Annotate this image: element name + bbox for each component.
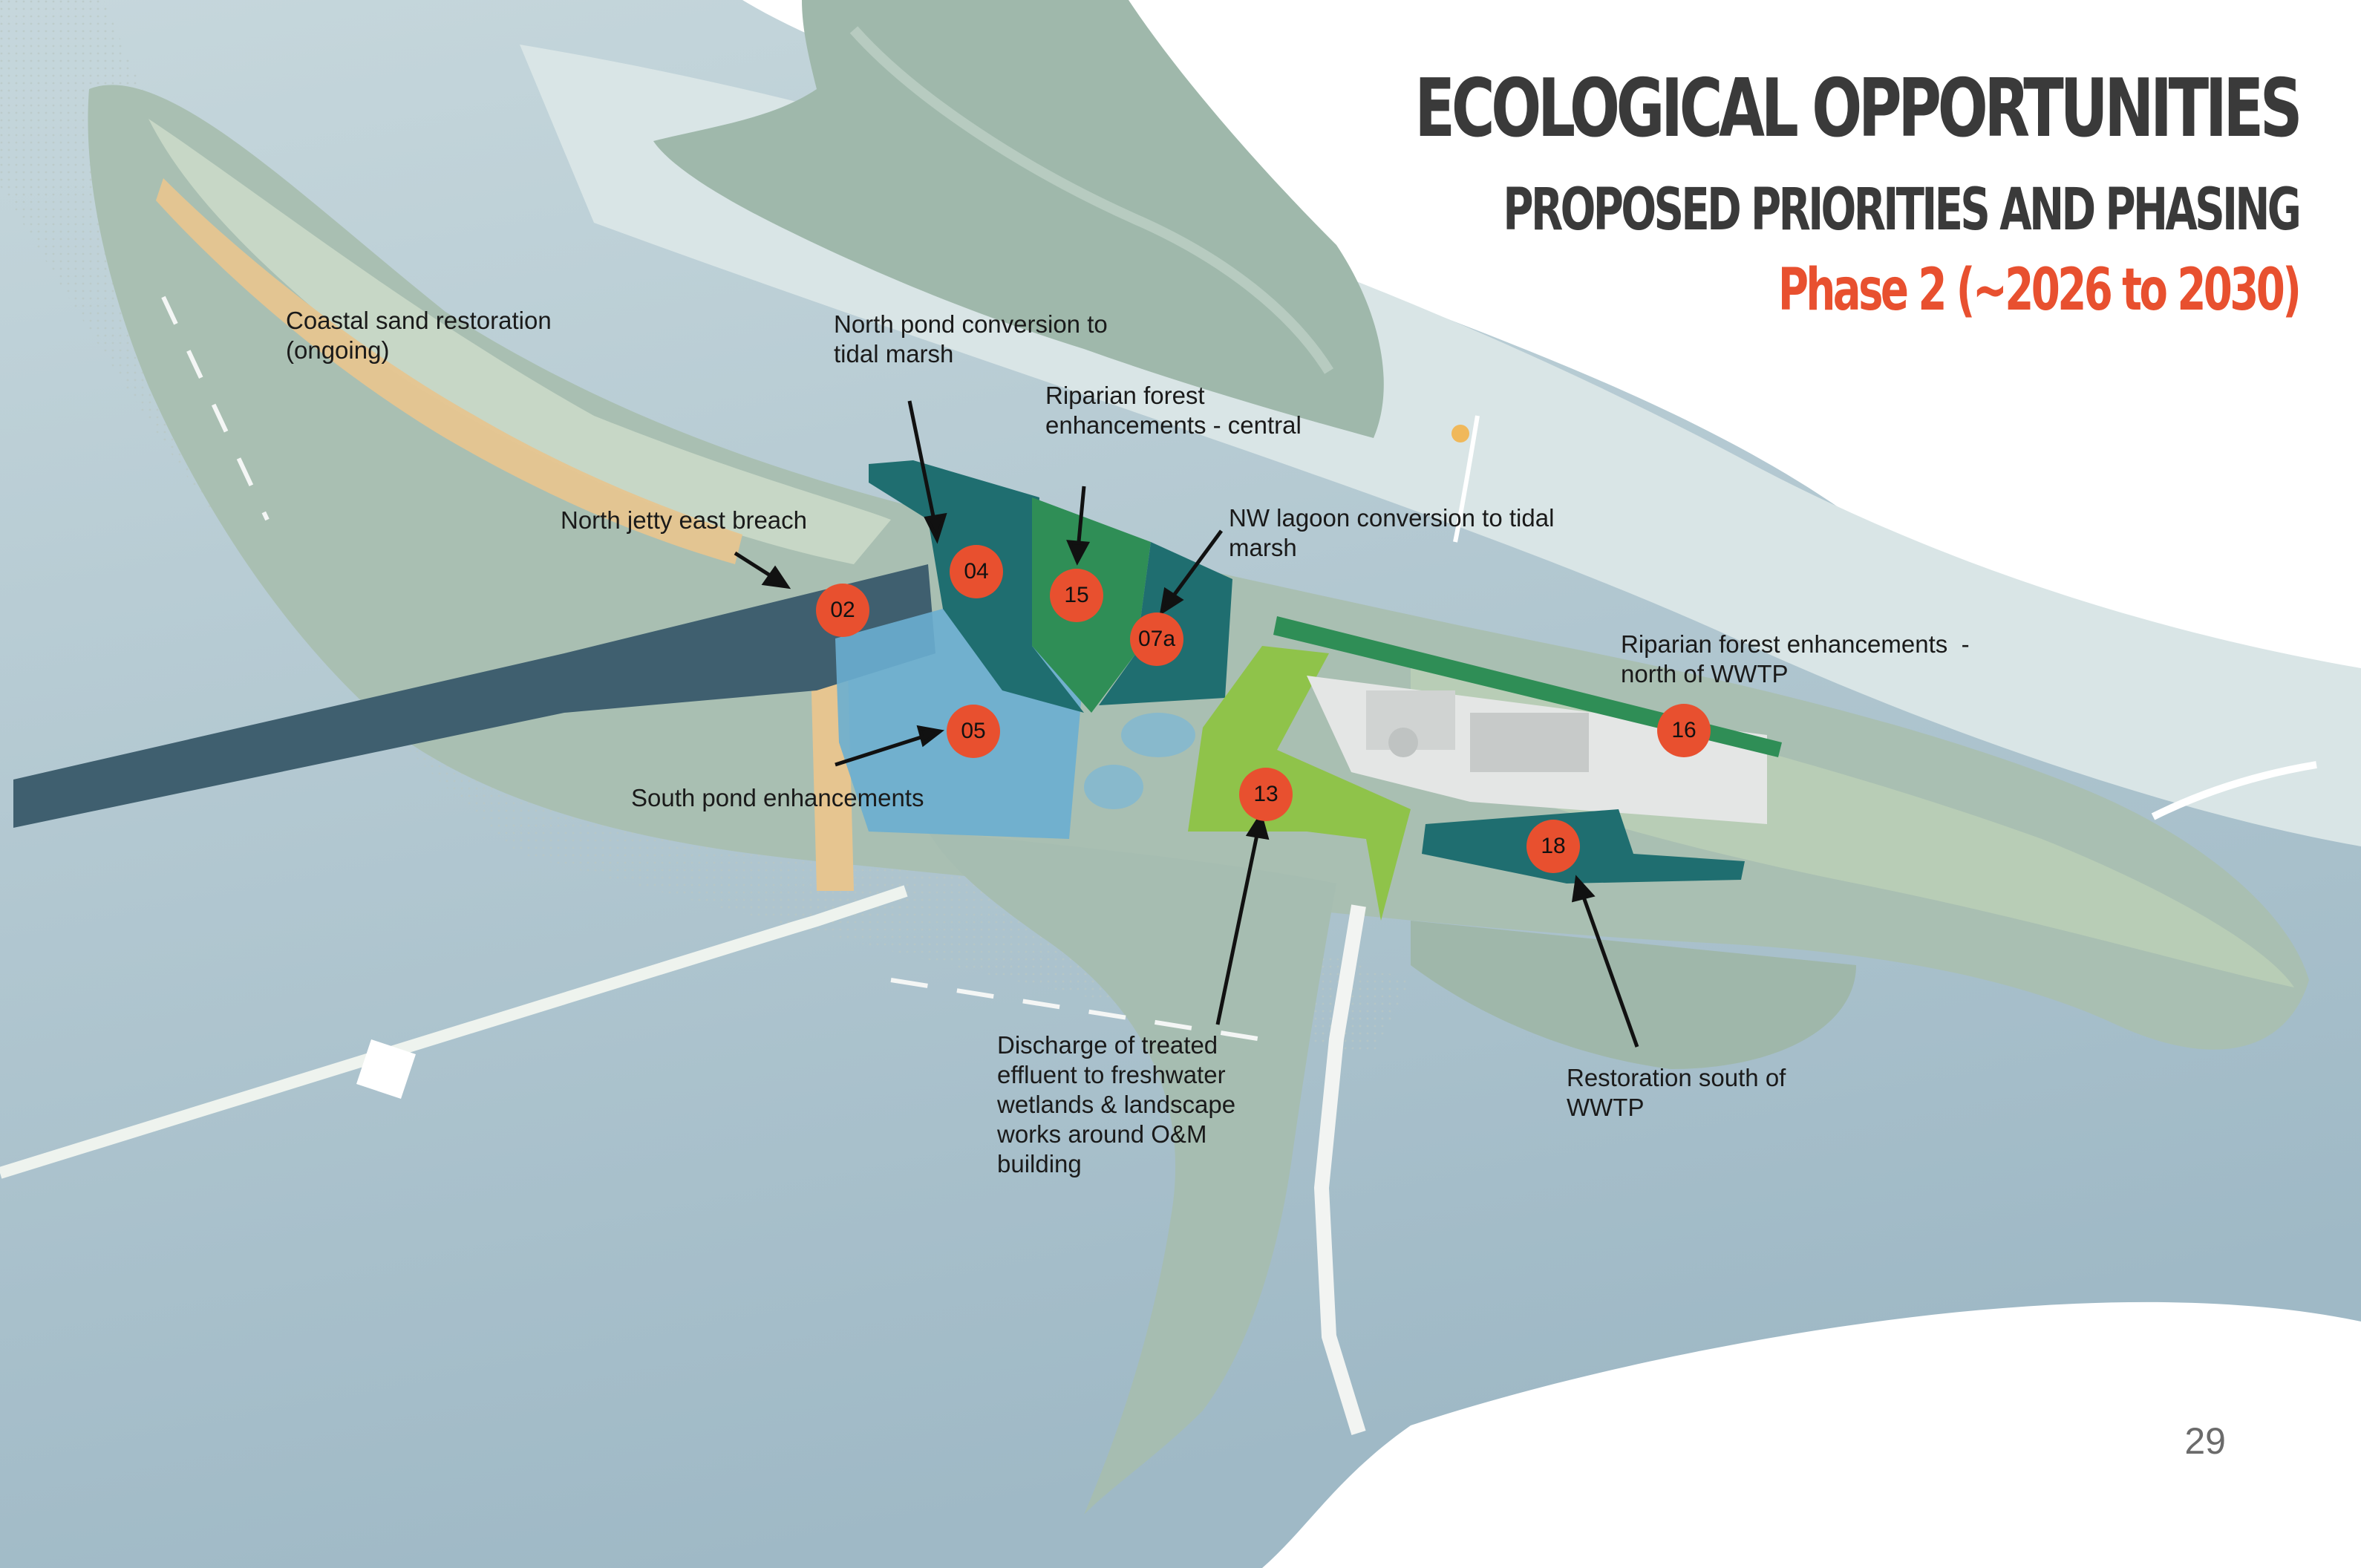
badge-07a[interactable]: 07a (1130, 612, 1183, 666)
badge-05[interactable]: 05 (947, 705, 1000, 758)
marker-dot (1451, 425, 1469, 442)
page-title: ECOLOGICAL OPPORTUNITIES (1414, 62, 2302, 155)
badge-02[interactable]: 02 (816, 584, 869, 637)
page-subtitle: PROPOSED PRIORITIES AND PHASING (1503, 177, 2301, 244)
label-discharge: Discharge of treated effluent to freshwa… (997, 1031, 1236, 1177)
phase-label: Phase 2 (~2026 to 2030) (1777, 257, 2302, 324)
label-nw-lagoon: NW lagoon conversion to tidal marsh (1229, 504, 1555, 561)
badge-15[interactable]: 15 (1050, 569, 1103, 622)
label-coastal-sand: Coastal sand restoration (ongoing) (286, 307, 552, 364)
label-restoration-south: Restoration south of WWTP (1567, 1064, 1786, 1121)
page-number: 29 (2184, 1420, 2226, 1462)
badge-18[interactable]: 18 (1526, 820, 1580, 873)
zone-13-wetlands (1188, 646, 1411, 921)
coastal-sand-strip (156, 178, 742, 564)
pointer-arrows (734, 400, 1639, 1048)
label-north-jetty: North jetty east breach (561, 506, 807, 534)
badge-04[interactable]: 04 (950, 545, 1003, 598)
zone-02-jetty-breach (13, 564, 935, 828)
south-landmass (928, 832, 1336, 1515)
label-south-pond: South pond enhancements (631, 784, 924, 811)
zone-16-riparian-north (1273, 616, 1782, 757)
north-hill-terrain (653, 0, 1384, 438)
zone-18-restoration-south (1422, 809, 1745, 883)
title-block: ECOLOGICAL OPPORTUNITIES PROPOSED PRIORI… (1104, 62, 2302, 324)
label-riparian-north: Riparian forest enhancements - north of … (1621, 630, 1970, 687)
access-road (1313, 904, 1366, 1435)
label-riparian-central: Riparian forest enhancements - central (1045, 382, 1302, 439)
badge-16[interactable]: 16 (1657, 704, 1711, 757)
label-north-pond: North pond conversion to tidal marsh (834, 310, 1108, 368)
badge-13[interactable]: 13 (1239, 768, 1293, 821)
